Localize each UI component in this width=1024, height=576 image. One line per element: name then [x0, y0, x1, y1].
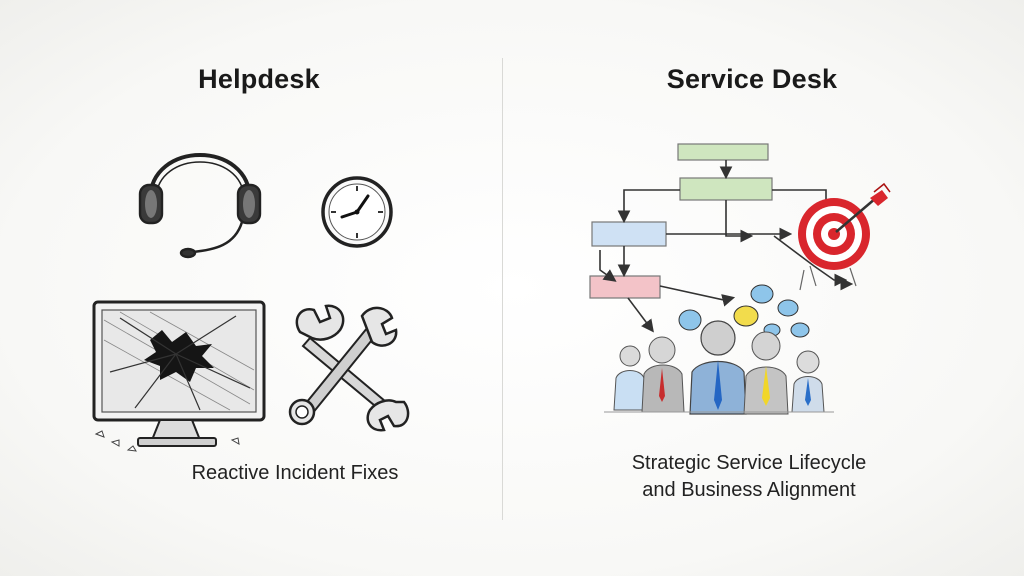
- headset-icon: [138, 153, 262, 259]
- service-desk-caption-line1: Strategic Service Lifecycle: [631, 452, 867, 474]
- wrench-icon: [288, 304, 410, 432]
- service-desk-title: Service Desk: [666, 64, 838, 94]
- service-desk-caption-line2: and Business Alignment: [642, 479, 856, 501]
- helpdesk-caption: Reactive Incident Fixes: [191, 462, 399, 484]
- clock-icon: [321, 176, 393, 248]
- flow-box-top: [677, 143, 769, 161]
- service-desk-panel: Service Desk: [504, 0, 1024, 576]
- speech-bubbles: [678, 284, 810, 338]
- people-group-icon: [604, 320, 834, 415]
- flow-box-center: [679, 177, 773, 201]
- panel-divider: [502, 58, 503, 520]
- flow-box-bottom: [589, 275, 661, 299]
- broken-monitor-icon: [92, 300, 266, 452]
- flow-box-left: [591, 221, 667, 247]
- helpdesk-title: Helpdesk: [198, 64, 320, 94]
- helpdesk-panel: Helpdesk: [0, 0, 502, 576]
- service-desk-caption: Strategic Service Lifecycle and Business…: [579, 450, 919, 504]
- service-desk-illustration: [589, 143, 891, 415]
- flowchart-diagram: [589, 143, 854, 333]
- helpdesk-illustration: [92, 153, 410, 452]
- target-icon: [798, 182, 891, 291]
